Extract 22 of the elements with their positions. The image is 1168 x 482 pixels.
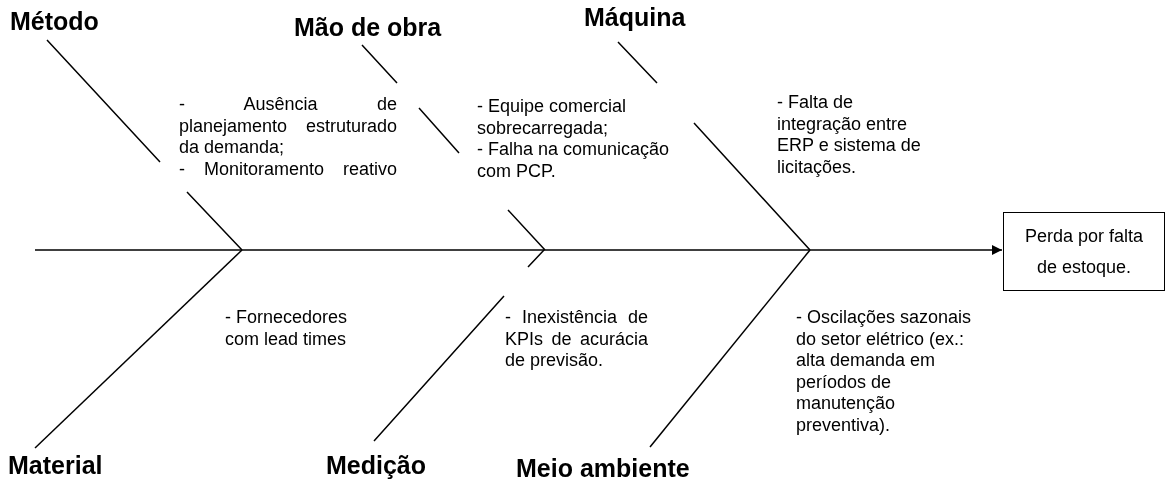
bone-line [617,41,811,251]
category-label: Método [10,8,99,36]
bone-line [649,249,811,448]
category-label: Material [8,452,103,480]
category-label: Mão de obra [294,14,442,42]
cause-text: - Equipe comercial sobrecarregada; [477,96,628,139]
bone-line [46,39,243,251]
spine-arrow [34,245,1003,255]
cause-text: - Ausência de planejamento estruturado da demanda; [179,94,397,159]
cause-text: - Inexistência de KPIs de acurácia de previsão. [505,307,648,372]
cause-text: - Falha na comunicação com PCP. [477,139,671,182]
effect-box: Perda por falta de estoque. [1003,212,1165,291]
category-label: Medição [326,452,427,480]
cause-text: - Fornecedores com lead times [225,307,349,350]
bone-line [361,44,546,251]
category-label: Máquina [584,4,686,32]
cause-text: - Oscilações sazonais do setor elétrico (ex.: alta demanda em períodos de manutenção preventiva). [796,307,973,436]
cause-text: - Falta de integração entre ERP e sistema de licitações. [777,92,922,178]
category-label: Meio ambiente [516,455,690,482]
bone-line [373,249,545,442]
cause-text: - Monitoramento reativo [179,158,397,180]
bone-line [34,249,243,449]
